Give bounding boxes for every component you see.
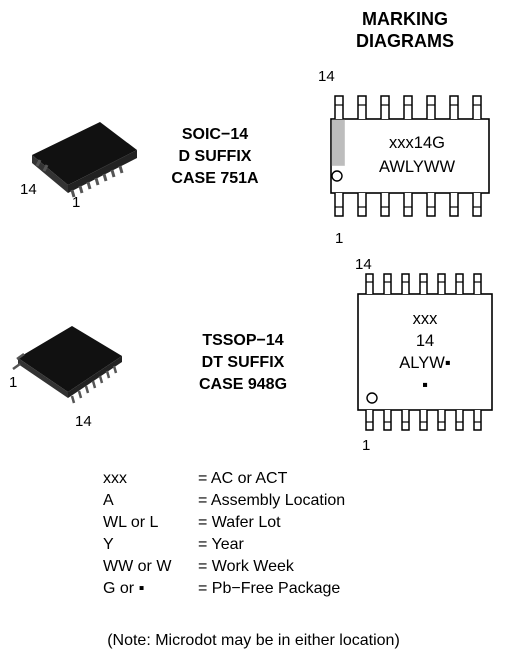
soic-photo-pin14-label: 14 (20, 181, 37, 198)
legend-code: G or ▪ (103, 580, 145, 597)
tssop-marking-line-3: ALYW▪ (399, 354, 451, 372)
soic-title-line-2: D SUFFIX (178, 148, 252, 165)
tssop-photo-leads (12, 352, 118, 404)
soic-photo-leads (35, 159, 124, 198)
tssop-marking-box (357, 273, 493, 431)
tssop-title-line-2: DT SUFFIX (201, 354, 285, 371)
legend-row: WW or W = Work Week (103, 556, 345, 578)
legend-description: = AC or ACT (198, 470, 288, 487)
marking-legend: xxx = AC or ACT A = Assembly Location WL… (103, 468, 345, 600)
legend-code: A (103, 492, 114, 509)
legend-code: Y (103, 536, 114, 553)
legend-row: A = Assembly Location (103, 490, 345, 512)
soic-pin14-label: 14 (318, 68, 335, 85)
legend-description: = Wafer Lot (198, 514, 281, 531)
legend-description: = Work Week (198, 558, 294, 575)
tssop-title-line-1: TSSOP−14 (202, 332, 284, 349)
tssop-package-title: TSSOP−14 DT SUFFIX CASE 948G (178, 330, 308, 396)
legend-row: G or ▪ = Pb−Free Package (103, 578, 345, 600)
soic-pins-top (334, 95, 482, 119)
microdot-note: (Note: Microdot may be in either locatio… (107, 632, 400, 649)
soic-pin1-label: 1 (335, 230, 344, 247)
soic-pin1-dot (331, 170, 343, 182)
tssop-pins-top (365, 273, 482, 294)
soic-marking-line-2: AWLYWW (378, 158, 456, 176)
heading-line-2: DIAGRAMS (356, 31, 454, 51)
legend-description: = Year (198, 536, 244, 553)
tssop-marking-text: xxx 14 ALYW▪ ▪ (358, 308, 492, 396)
diagram-heading: MARKING DIAGRAMS (330, 8, 480, 52)
soic-title-line-1: SOIC−14 (181, 126, 249, 143)
legend-row: WL or L = Wafer Lot (103, 512, 345, 534)
tssop-photo-pin14-label: 14 (75, 413, 92, 430)
soic-pins-bottom (334, 193, 482, 217)
soic-photo-pin1-label: 1 (72, 194, 81, 211)
tssop-pins-bottom (365, 410, 482, 431)
legend-description: = Pb−Free Package (198, 580, 341, 597)
heading-line-1: MARKING (362, 9, 448, 29)
legend-code: WW or W (103, 558, 172, 575)
legend-code: xxx (103, 470, 127, 487)
soic-title-line-3: CASE 751A (171, 170, 259, 187)
soic-package-title: SOIC−14 D SUFFIX CASE 751A (150, 124, 280, 190)
legend-description: = Assembly Location (198, 492, 346, 509)
legend-code: WL or L (103, 514, 159, 531)
legend-row: xxx = AC or ACT (103, 468, 345, 490)
tssop-chip-image (12, 326, 122, 404)
tssop-pin1-label: 1 (362, 437, 371, 454)
tssop-pin1-dot (366, 392, 378, 404)
tssop-marking-line-1: xxx (412, 310, 438, 328)
tssop-marking-line-4: ▪ (422, 376, 428, 394)
soic-marking-text: xxx14G AWLYWW (345, 131, 489, 179)
legend-row: Y = Year (103, 534, 345, 556)
soic-chip-image (32, 122, 137, 198)
soic-marking-line-1: xxx14G (389, 134, 445, 152)
soic-marking-box (330, 95, 490, 217)
tssop-photo-pin1-label: 1 (9, 374, 18, 391)
tssop-title-line-3: CASE 948G (198, 376, 288, 393)
soic-pin1-band (331, 119, 345, 166)
tssop-pin14-label: 14 (355, 256, 372, 273)
tssop-marking-line-2: 14 (415, 332, 435, 350)
